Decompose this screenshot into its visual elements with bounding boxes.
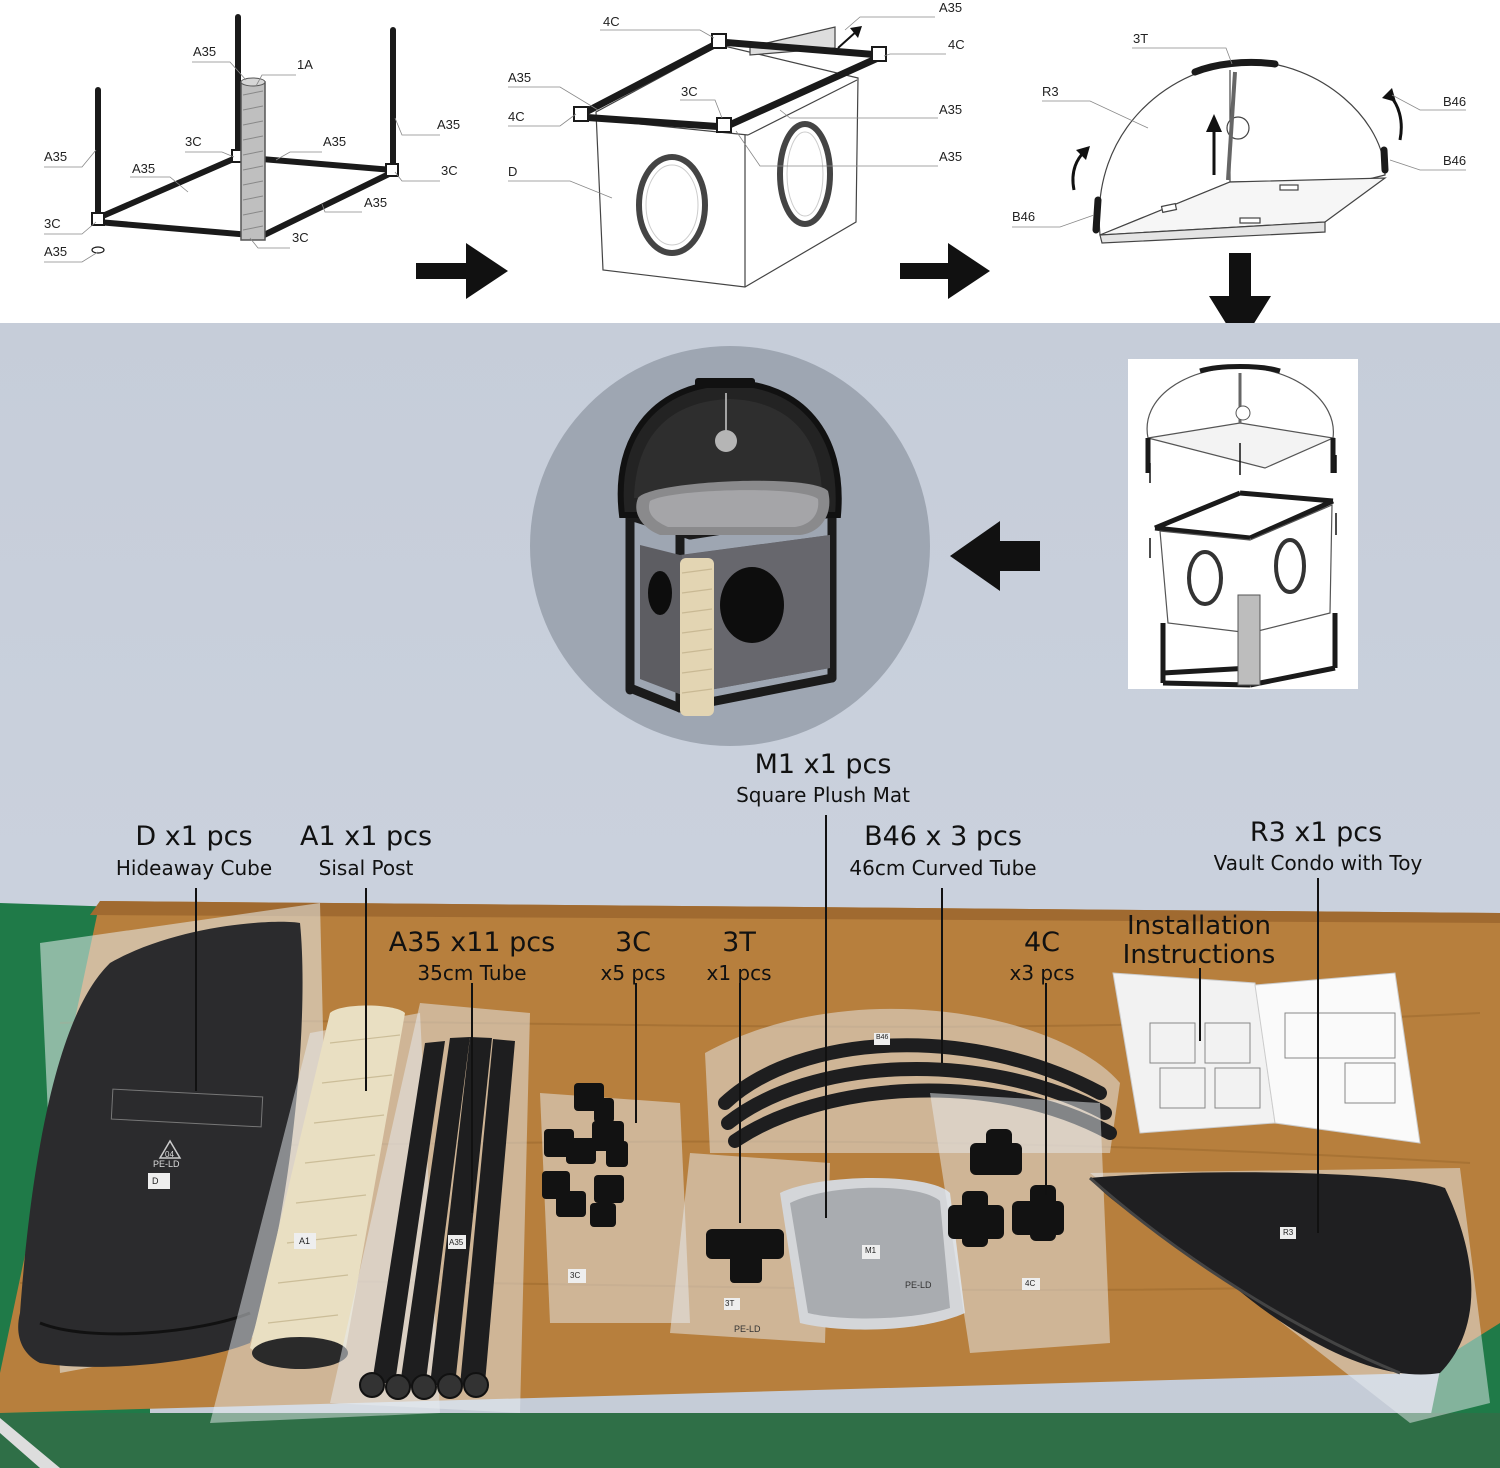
package-a35-tubes: [330, 1003, 530, 1413]
step2-top-frame-drawing: [576, 38, 884, 131]
step3-leader-lines: [1012, 47, 1466, 228]
step3-label: B46: [1443, 153, 1467, 168]
part-4c-title: 4C: [1023, 927, 1061, 958]
step1-label: A35: [193, 44, 217, 59]
assembly-diagrams-panel: A35 1A A35 A35 3C A35 A35 3C 3C A35 A35 …: [0, 0, 1500, 323]
step-arrow-1: [416, 243, 508, 299]
instructions-title-line2: Instructions: [1122, 940, 1276, 970]
step1-leader-lines: [44, 61, 440, 263]
step1-label: 3C: [44, 216, 61, 231]
part-3c-title: 3C: [614, 927, 652, 958]
part-leader-lines: [195, 815, 1319, 1233]
step2-leader-lines: [508, 16, 946, 199]
step2-label: D: [508, 164, 518, 179]
step3-label: R3: [1042, 84, 1059, 99]
part-a35-subtitle: 35cm Tube: [417, 961, 527, 985]
step1-label: 1A: [297, 57, 313, 72]
package-d-hideaway-cube: [18, 903, 330, 1373]
part-a1-subtitle: Sisal Post: [318, 856, 414, 880]
recycle-code-material-3t: PE-LD: [734, 1324, 761, 1334]
part-4c-subtitle: x3 pcs: [1009, 961, 1075, 985]
recycle-code-number: 04: [165, 1150, 174, 1159]
part-m1-title: M1 x1 pcs: [754, 749, 892, 780]
part-r3-title: R3 x1 pcs: [1249, 817, 1383, 848]
instructions-title-line1: Installation: [1126, 911, 1272, 941]
tag-d: D: [152, 1176, 159, 1186]
step2-label: 4C: [508, 109, 525, 124]
exploded-assembly-drawing: [1128, 359, 1358, 689]
step1-label: A35: [323, 134, 347, 149]
step1-label: 3C: [441, 163, 458, 178]
assembly-diagrams-svg: [44, 14, 1466, 323]
part-3c-subtitle: x5 pcs: [600, 961, 666, 985]
step-arrow-left: [950, 521, 1040, 591]
part-a1-title: A1 x1 pcs: [299, 821, 433, 852]
part-r3-subtitle: Vault Condo with Toy: [1213, 851, 1423, 875]
recycle-code-d: 04: [165, 1150, 174, 1159]
part-3t-subtitle: x1 pcs: [706, 961, 772, 985]
step1-label: A35: [44, 244, 68, 259]
recycle-code-material-m1: PE-LD: [905, 1280, 932, 1290]
step1-label: A35: [44, 149, 68, 164]
tag-3t: 3T: [725, 1299, 735, 1308]
finished-product-circle: [530, 346, 930, 746]
step-arrow-2: [900, 243, 990, 299]
tag-m1: M1: [865, 1246, 877, 1255]
step2-label: A35: [939, 102, 963, 117]
part-m1-subtitle: Square Plush Mat: [736, 783, 910, 807]
step2-label: A35: [939, 149, 963, 164]
step2-label: 4C: [603, 14, 620, 29]
step1-label: 3C: [292, 230, 309, 245]
tag-a35: A35: [449, 1238, 464, 1247]
step2-label: A35: [939, 0, 963, 15]
step3-direction-arrows: [1071, 88, 1403, 191]
tag-b46: B46: [876, 1034, 889, 1041]
step3-label: B46: [1443, 94, 1467, 109]
recycle-code-material: PE-LD: [153, 1159, 180, 1169]
step1-label: A35: [437, 117, 461, 132]
tag-3c: 3C: [570, 1271, 581, 1280]
step2-label: A35: [508, 70, 532, 85]
part-a35-title: A35 x11 pcs: [388, 927, 556, 958]
step2-cube-drawing: [595, 26, 859, 288]
part-3t-title: 3T: [722, 927, 756, 958]
step1-label: A35: [364, 195, 388, 210]
package-3c-connectors: [540, 1083, 690, 1323]
step2-label: 4C: [948, 37, 965, 52]
installation-instructions-booklet: [1112, 972, 1421, 1144]
part-d-title: D x1 pcs: [135, 821, 253, 852]
step3-curved-tubes: [1092, 58, 1389, 234]
step1-label: A35: [132, 161, 156, 176]
tag-r3: R3: [1283, 1228, 1294, 1237]
step-arrow-down: [1209, 253, 1271, 323]
part-d-subtitle: Hideaway Cube: [115, 856, 273, 880]
step2-label: 3C: [681, 84, 698, 99]
step3-label: B46: [1012, 209, 1036, 224]
package-r3-vault-condo: [1089, 1168, 1490, 1423]
step3-label: 3T: [1133, 31, 1149, 46]
step1-label: 3C: [185, 134, 202, 149]
tag-a1: A1: [299, 1236, 311, 1246]
package-4c-connectors: [930, 1093, 1110, 1353]
step1-sisal-post-drawing: [240, 77, 266, 241]
tag-4c: 4C: [1025, 1279, 1036, 1288]
part-b46-subtitle: 46cm Curved Tube: [849, 856, 1037, 880]
step3-vault-condo-drawing: [1098, 61, 1387, 244]
part-b46-title: B46 x 3 pcs: [864, 821, 1022, 852]
bottom-illustration-svg: [0, 346, 1500, 1468]
